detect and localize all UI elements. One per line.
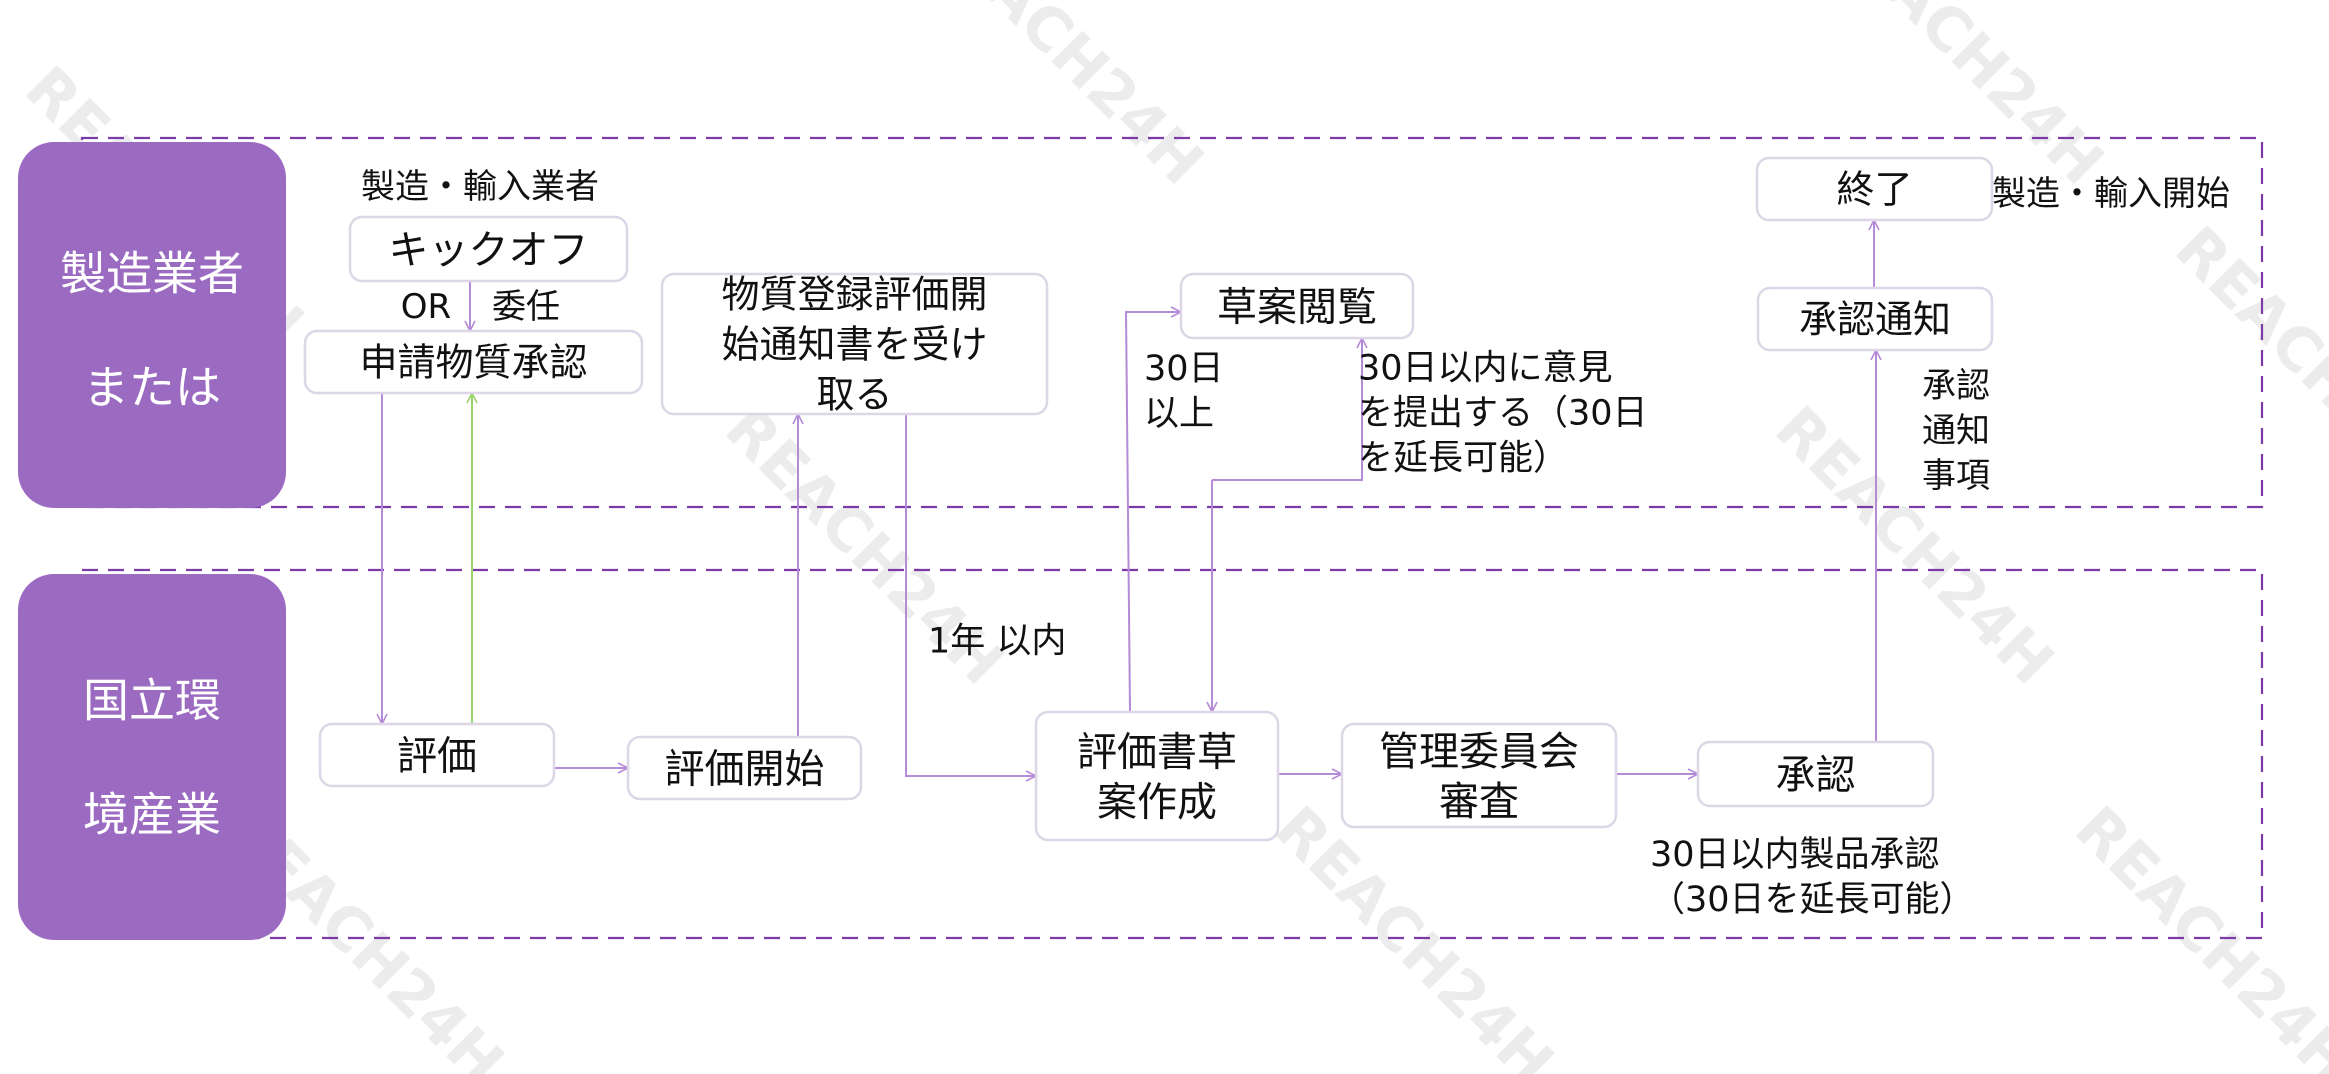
node-committee-review: 管理委員会審査 xyxy=(1340,722,1618,829)
watermark-text: REACH24H xyxy=(2062,793,2329,1074)
node-receive-notice-text: 物質登録評価開始通知書を受け取る xyxy=(721,273,987,417)
node-evaluation-box xyxy=(318,722,556,788)
node-end-text: 終了 xyxy=(1836,168,1912,212)
label-product-approval: 30日以内製品承認 （30日を延長可能） xyxy=(1650,835,1975,920)
node-draft-creation-text: 評価書草案作成 xyxy=(1077,729,1237,825)
node-committee-review-box xyxy=(1340,722,1618,829)
node-kickoff-box xyxy=(348,215,629,283)
node-draft-creation-box xyxy=(1034,710,1280,842)
edge-draft-creation-to-draft-review xyxy=(1124,312,1181,713)
node-receive-notice: 物質登録評価開始通知書を受け取る xyxy=(660,272,1049,417)
label-approval-items-line-1: 承認 xyxy=(1922,366,1990,406)
label-product-approval-line-1: 30日以内製品承認 xyxy=(1650,835,1940,875)
label-layer: 製造・輸入業者 OR 委任 1年 以内 30日以上 30日以内に意見を提出する（30日を… xyxy=(361,167,2230,920)
lane-nies-label-line-1: 国立環 xyxy=(83,674,221,728)
node-receive-notice-text-line-3: 取る xyxy=(816,373,892,417)
node-eval-start-text: 評価開始 xyxy=(665,746,825,792)
node-evaluation-text: 評価 xyxy=(397,733,477,779)
label-comment-30-days-line-1: 30日以内に意見 xyxy=(1358,349,1613,389)
edge-comment-to-draft-review xyxy=(1212,338,1362,481)
watermark-text: REACH24H xyxy=(1262,793,1567,1074)
label-approval-items: 承認通知事項 xyxy=(1922,366,1990,496)
node-receive-notice-text-line-1: 物質登録評価開 xyxy=(721,273,987,317)
node-approval-request-box xyxy=(303,329,644,395)
watermark-text: REACH24H xyxy=(912,0,1217,198)
node-draft-review: 草案閲覧 xyxy=(1179,272,1415,340)
node-approval-text-line-1: 承認 xyxy=(1776,752,1856,798)
node-eval-start-box xyxy=(626,735,863,801)
node-kickoff-text-line-1: キックオフ xyxy=(389,227,589,273)
node-layer: キックオフ申請物質承認物質登録評価開始通知書を受け取る草案閲覧承認通知終了評価評… xyxy=(303,156,1994,842)
lane-manufacturer-header xyxy=(18,142,286,508)
label-start-manufacture-line-1: 製造・輸入開始 xyxy=(1992,174,2230,214)
node-draft-creation-text-line-2: 案作成 xyxy=(1097,779,1217,825)
lane-manufacturer-label-line-2: または xyxy=(83,361,221,415)
node-approval-notice: 承認通知 xyxy=(1756,286,1994,352)
node-draft-review-text-line-1: 草案閲覧 xyxy=(1217,284,1377,330)
node-evaluation-text-line-1: 評価 xyxy=(397,733,477,779)
node-receive-notice-box xyxy=(660,272,1049,416)
label-within-1-year: 1年 以内 xyxy=(928,622,1066,662)
label-over-30-days: 30日以上 xyxy=(1144,349,1224,434)
node-approval-box xyxy=(1696,740,1935,808)
node-approval-notice-text: 承認通知 xyxy=(1799,298,1951,342)
label-within-1-year-line-1: 1年 以内 xyxy=(928,622,1066,662)
label-delegate-line-1: 委任 xyxy=(492,287,560,327)
node-receive-notice-text-line-2: 始通知書を受け xyxy=(721,323,987,367)
node-eval-start: 評価開始 xyxy=(626,735,863,801)
label-start-manufacture: 製造・輸入開始 xyxy=(1992,174,2230,214)
node-end-box xyxy=(1755,156,1994,222)
label-comment-30-days: 30日以内に意見を提出する（30日を延長可能） xyxy=(1358,349,1648,479)
label-comment-30-days-line-3: を延長可能） xyxy=(1358,439,1568,479)
node-draft-review-text: 草案閲覧 xyxy=(1217,284,1377,330)
node-approval-text: 承認 xyxy=(1776,752,1856,798)
edge-layer xyxy=(382,220,1876,776)
label-over-30-days-line-1: 30日 xyxy=(1144,349,1224,389)
label-comment-30-days-line-2: を提出する（30日 xyxy=(1358,394,1648,434)
node-approval-request-text: 申請物質承認 xyxy=(359,341,587,385)
node-committee-review-text-line-1: 管理委員会 xyxy=(1379,729,1579,775)
node-end-text-line-1: 終了 xyxy=(1836,168,1912,212)
node-evaluation: 評価 xyxy=(318,722,556,788)
label-manufacturer-importer-line-1: 製造・輸入業者 xyxy=(361,167,599,207)
node-committee-review-text: 管理委員会審査 xyxy=(1379,729,1579,825)
watermark-text: REACH24H xyxy=(1762,393,2067,698)
node-approval: 承認 xyxy=(1696,740,1935,808)
label-product-approval-line-2: （30日を延長可能） xyxy=(1650,880,1975,920)
label-approval-items-line-2: 通知 xyxy=(1922,411,1990,451)
label-or: OR xyxy=(401,287,451,327)
node-eval-start-text-line-1: 評価開始 xyxy=(665,746,825,792)
node-draft-creation-text-line-1: 評価書草 xyxy=(1077,729,1237,775)
lane-nies-label-line-2: 境産業 xyxy=(83,788,221,842)
node-committee-review-text-line-2: 審査 xyxy=(1439,779,1519,825)
node-approval-notice-text-line-1: 承認通知 xyxy=(1799,298,1951,342)
node-approval-request-text-line-1: 申請物質承認 xyxy=(359,341,587,385)
lane-nies-header xyxy=(18,574,286,940)
node-end: 終了 xyxy=(1755,156,1994,222)
lane-nies-label: 国立環境産業 xyxy=(83,674,221,842)
label-manufacturer-importer: 製造・輸入業者 xyxy=(361,167,599,207)
watermark-text: REACH24H xyxy=(2162,213,2329,518)
node-draft-creation: 評価書草案作成 xyxy=(1034,710,1280,842)
lane-manufacturer-label: 製造業者または xyxy=(60,247,244,415)
node-approval-notice-box xyxy=(1756,286,1994,352)
label-delegate: 委任 xyxy=(492,287,560,327)
label-over-30-days-line-2: 以上 xyxy=(1144,394,1214,434)
edge-receive-notice-to-draft-creation xyxy=(905,414,1036,776)
label-or-line-1: OR xyxy=(401,287,451,327)
label-approval-items-line-3: 事項 xyxy=(1922,456,1990,496)
lane-manufacturer-label-line-1: 製造業者 xyxy=(60,247,244,301)
node-kickoff-text: キックオフ xyxy=(389,227,589,273)
node-draft-review-box xyxy=(1179,272,1415,340)
node-approval-request: 申請物質承認 xyxy=(303,329,644,395)
node-kickoff: キックオフ xyxy=(348,215,629,283)
